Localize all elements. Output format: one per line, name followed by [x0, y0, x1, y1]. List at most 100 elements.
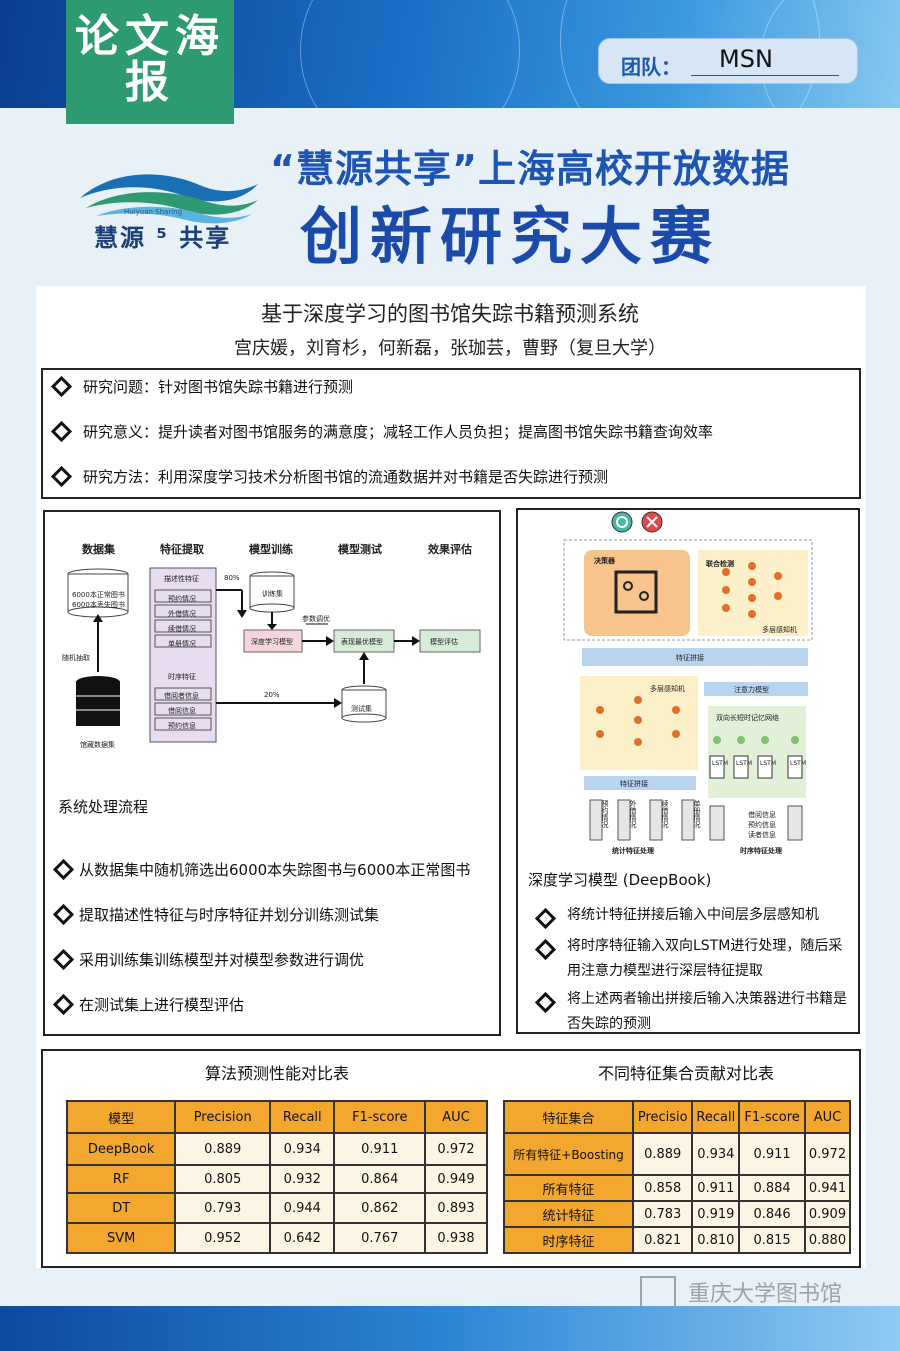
footer-band — [0, 1306, 900, 1351]
stat-item: 外借情况 — [629, 800, 637, 828]
stage-label: 特征提取 — [160, 543, 204, 556]
overview-item: 研究意义：提升读者对图书馆服务的满意度；减轻工作人员负担；提高图书馆失踪书籍查询… — [50, 420, 713, 443]
diamond-bullet-icon — [50, 420, 73, 443]
diamond-bullet-icon — [50, 375, 73, 398]
decor-circle — [300, 0, 520, 108]
team-value: MSN — [719, 45, 773, 73]
test-set-label: 测试集 — [351, 705, 372, 713]
stat-item: 预约情况 — [601, 800, 609, 828]
table-header: Precisio — [632, 1100, 694, 1134]
eval-label: 模型评估 — [430, 638, 458, 646]
diamond-bullet-icon — [52, 948, 75, 971]
overview-item: 研究方法：利用深度学习技术分析图书馆的流通数据并对书籍是否失踪进行预测 — [50, 465, 608, 488]
logo-english: Huiyuan Sharing — [124, 208, 183, 216]
stage-label: 模型训练 — [249, 543, 293, 556]
process-item: 提取描述性特征与时序特征并划分训练测试集 — [52, 903, 379, 926]
huiyuan-logo-icon — [80, 174, 258, 224]
seq-item: 预约信息 — [748, 821, 776, 829]
desc-item: 预约情况 — [168, 595, 196, 603]
stage-label: 数据集 — [82, 543, 115, 556]
model-item: 将上述两者输出拼接后输入决策器进行书籍是否失踪的预测 — [534, 987, 854, 1037]
stage-label: 效果评估 — [428, 543, 472, 556]
seq-item: 预约信息 — [168, 722, 196, 730]
concat-label-top: 特征拼接 — [676, 654, 704, 662]
decider-label: 决策器 — [594, 557, 615, 565]
competition-title-line2: 创新研究大赛 — [300, 200, 721, 273]
lstm-label: LSTM — [712, 760, 728, 767]
model-item: 将时序特征输入双向LSTM进行处理，随后采用注意力模型进行深层特征提取 — [534, 934, 854, 984]
bilstm-label: 双向长短时记忆网络 — [716, 714, 779, 722]
table2-title: 不同特征集合贡献对比表 — [598, 1064, 775, 1083]
process-item: 在测试集上进行模型评估 — [52, 993, 244, 1016]
table-header: 模型 — [65, 1100, 177, 1134]
library-db-label: 馆藏数据集 — [80, 741, 115, 749]
diamond-bullet-icon — [534, 991, 557, 1014]
stat-item: 单册情况 — [693, 800, 701, 828]
dl-model-label: 深度学习模型 — [251, 638, 293, 646]
table-header: Recall — [269, 1100, 336, 1134]
table-header: F1-score — [333, 1100, 427, 1134]
stage-label: 模型测试 — [338, 543, 382, 556]
table-header: AUC — [424, 1100, 488, 1134]
team-label: 团队： — [621, 55, 681, 79]
seq-item: 借阅者信息 — [164, 692, 199, 700]
watermark: 重庆大学图书馆 — [640, 1276, 842, 1308]
train-set-label: 训练集 — [262, 590, 283, 598]
seq-feature-label: 时序特征处理 — [740, 847, 782, 855]
flowchart-diagram — [67, 567, 481, 743]
seq-feature-label: 时序特征 — [168, 673, 196, 681]
attention-label: 注意力模型 — [734, 686, 769, 694]
table-header: AUC — [803, 1100, 852, 1134]
overview-box — [41, 368, 861, 499]
seq-item: 读者信息 — [748, 831, 776, 839]
stat-item: 续借情况 — [661, 800, 669, 828]
mlp-label-top: 多层感知机 — [762, 626, 797, 634]
dataset-line: 6000本正常图书 — [72, 591, 125, 599]
model-caption: 深度学习模型 (DeepBook) — [528, 871, 712, 889]
desc-feature-label: 描述性特征 — [164, 575, 199, 583]
paper-authors: 宫庆媛，刘育杉，何新磊，张珈芸，曹野（复旦大学） — [234, 338, 666, 359]
diamond-bullet-icon — [534, 938, 557, 961]
competition-title-line1: “慧源共享”上海高校开放数据 — [270, 147, 790, 191]
paper-title: 基于深度学习的图书馆失踪书籍预测系统 — [261, 302, 639, 326]
logo-chinese: 慧源 ⁵ 共享 — [94, 224, 232, 252]
tune-label: 参数调优 — [302, 615, 330, 623]
diamond-bullet-icon — [52, 903, 75, 926]
seq-item: 借阅信息 — [168, 707, 196, 715]
table-header: F1-score — [738, 1100, 806, 1134]
diamond-bullet-icon — [50, 465, 73, 488]
concat-label-bottom: 特征拼接 — [620, 780, 648, 788]
library-logo-icon — [640, 1276, 676, 1308]
team-underline — [691, 75, 839, 76]
table-header: 特征集合 — [502, 1100, 635, 1134]
model-item: 将统计特征拼接后输入中间层多层感知机 — [534, 903, 854, 930]
stat-feature-label: 统计特征处理 — [612, 847, 654, 855]
deepbook-diagram — [563, 511, 813, 841]
diamond-bullet-icon — [52, 858, 75, 881]
lstm-label: LSTM — [760, 760, 776, 767]
best-model-label: 表现最优模型 — [341, 638, 383, 646]
process-item: 采用训练集训练模型并对模型参数进行调优 — [52, 948, 364, 971]
poster-badge: 论文海报 — [66, 0, 234, 124]
overview-item: 研究问题：针对图书馆失踪书籍进行预测 — [50, 375, 353, 398]
random-sample-label: 随机抽取 — [62, 654, 90, 662]
table1-title: 算法预测性能对比表 — [205, 1064, 350, 1083]
desc-item: 单册情况 — [168, 640, 196, 648]
table-header: Recall — [691, 1100, 741, 1134]
team-box: 团队： MSN — [598, 38, 858, 84]
desc-item: 续借情况 — [168, 625, 196, 633]
diamond-bullet-icon — [534, 907, 557, 930]
dataset-line: 6000本丢失图书 — [72, 601, 125, 609]
pct-test: 20% — [264, 691, 280, 699]
lstm-label: LSTM — [790, 760, 806, 767]
desc-item: 外借情况 — [168, 610, 196, 618]
diamond-bullet-icon — [52, 993, 75, 1016]
